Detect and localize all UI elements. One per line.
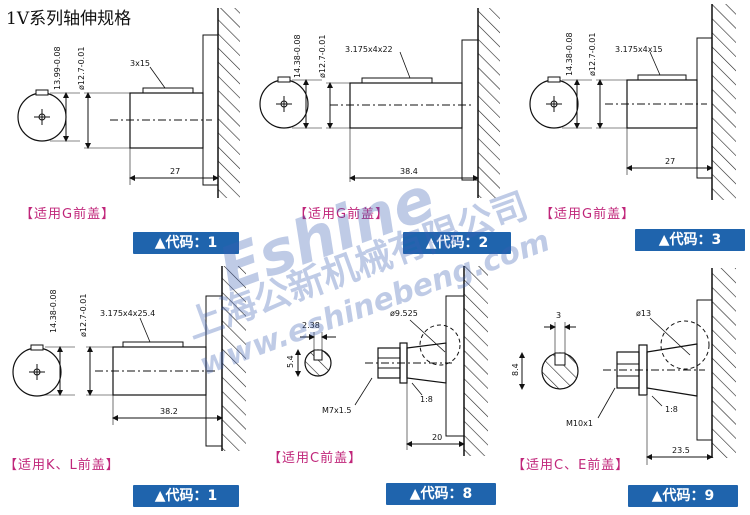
p4-dim-key: 3.175x4x25.4 [100,309,155,318]
p6-dim-len: 23.5 [672,446,690,455]
p4-dim-len: 38.2 [160,407,178,416]
p1-dim-d1: 13.99-0.08 [53,46,62,90]
panel-6-drawing: 3 8.4 ø13 M10x1 1:8 23.5 [511,268,736,465]
panel-5-code: ▲代码：8 [386,483,496,505]
panel-3-code: ▲代码：3 [635,229,745,251]
p2-dim-d2: ø12.7-0.01 [318,35,327,78]
p3-dim-d2: ø12.7-0.01 [588,33,597,76]
p2-dim-key: 3.175x4x22 [345,45,393,54]
panel-2-code: ▲代码：2 [403,232,511,254]
p1-dim-key: 3x15 [130,59,150,68]
p4-dim-d1: 14.38-0.08 [49,289,58,333]
panel-2-drawing: 14.38-0.08 ø12.7-0.01 3.175x4x22 38.4 [259,8,500,198]
p5-dim-taper: 1:8 [420,395,433,404]
panel-1-code: ▲代码：1 [133,232,239,254]
panel-4-drawing: 14.38-0.08 ø12.7-0.01 3.175x4x25.4 38.2 [12,266,246,451]
page-title: 1V系列轴伸规格 [6,9,132,29]
p2-dim-len: 38.4 [400,167,418,176]
p4-dim-d2: ø12.7-0.01 [79,294,88,337]
p1-dim-len: 27 [170,167,180,176]
p3-dim-key: 3.175x4x15 [615,45,663,54]
panel-1-drawing: 13.99-0.08 ø12.7-0.01 3x15 27 [17,8,240,198]
panel-5-drawing: 2.38 5.4 ø9.525 M7x1.5 1:8 20 [286,266,488,456]
panel-6-note: 【适用C、E前盖】 [512,458,630,473]
p6-dim-w: 3 [556,311,561,320]
p5-dim-thread: M7x1.5 [322,406,351,415]
p3-dim-len: 27 [665,157,675,166]
p2-dim-d1: 14.38-0.08 [293,34,302,78]
p6-dim-dia: ø13 [636,309,651,318]
panel-4-note: 【适用K、L前盖】 [4,458,120,473]
p1-dim-d2: ø12.7-0.01 [77,47,86,90]
panel-5-note: 【适用C前盖】 [268,451,363,466]
p3-dim-d1: 14.38-0.08 [565,32,574,76]
panel-2-note: 【适用G前盖】 [294,207,390,222]
panel-3-drawing: 14.38-0.08 ø12.7-0.01 3.175x4x15 27 [529,4,736,200]
p5-dim-len: 20 [432,433,442,442]
p6-dim-taper: 1:8 [665,405,678,414]
panel-4-code: ▲代码：1 [133,485,239,507]
p6-dim-h: 8.4 [511,363,520,376]
panel-6-code: ▲代码：9 [628,485,738,507]
panel-1-note: 【适用G前盖】 [20,207,116,222]
p6-dim-thread: M10x1 [566,419,593,428]
panel-3-note: 【适用G前盖】 [540,207,636,222]
p5-dim-dia: ø9.525 [390,309,418,318]
p5-dim-w: 2.38 [302,321,320,330]
p5-dim-h: 5.4 [286,355,295,368]
